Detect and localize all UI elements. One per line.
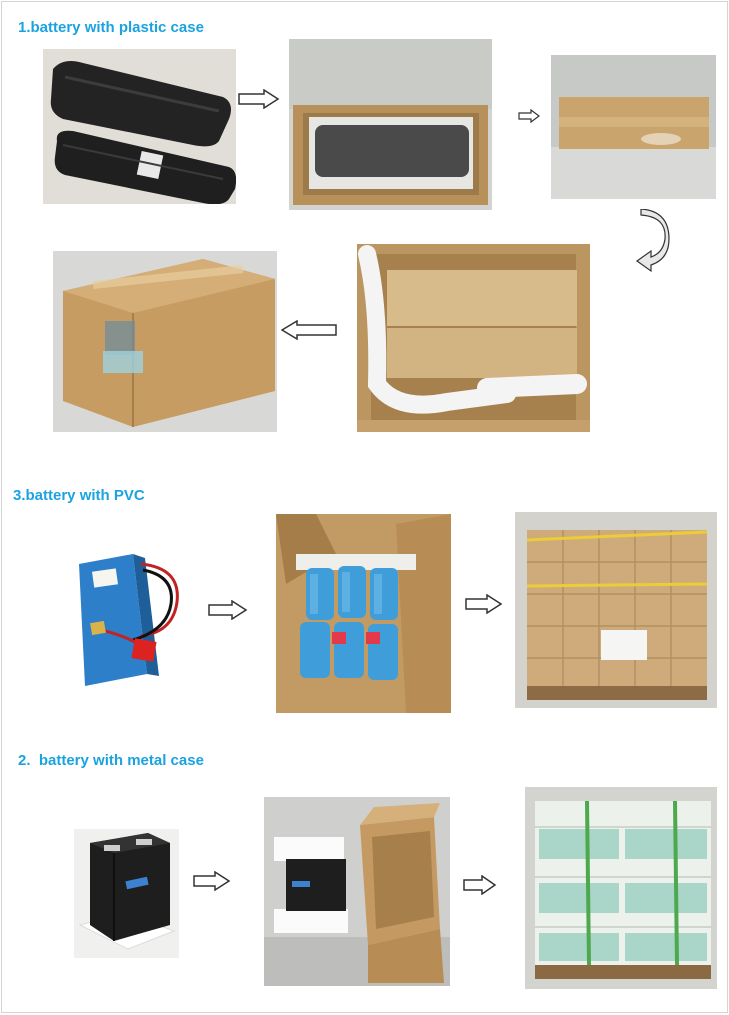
left-arrow-icon: [281, 320, 337, 340]
right-arrow-icon: [193, 871, 231, 891]
photo-pvc-packs-in-carton: [276, 514, 451, 713]
section-heading-metal-case: 2. battery with metal case: [18, 752, 204, 769]
photo-pvc-pallet: [515, 512, 717, 708]
photo-boxes-with-foam: [357, 244, 590, 432]
photo-taped-box: [551, 55, 716, 199]
photo-battery-in-open-box: [289, 39, 492, 210]
right-arrow-icon: [208, 600, 248, 620]
right-arrow-icon: [465, 594, 503, 614]
photo-metal-battery-pallet: [525, 787, 717, 989]
section-heading-plastic-case: 1.battery with plastic case: [18, 19, 204, 36]
right-arrow-icon: [518, 109, 540, 123]
photo-metal-case-battery: [74, 829, 179, 958]
photo-plastic-battery-case: [43, 49, 236, 204]
photo-metal-battery-in-foam: [264, 797, 450, 986]
photo-sealed-carton: [53, 251, 277, 432]
curved-arrow-icon: [635, 209, 671, 273]
photo-pvc-battery-pack: [71, 544, 194, 691]
right-arrow-icon: [238, 89, 280, 109]
section-heading-pvc: 3.battery with PVC: [13, 487, 145, 504]
right-arrow-icon: [463, 875, 497, 895]
